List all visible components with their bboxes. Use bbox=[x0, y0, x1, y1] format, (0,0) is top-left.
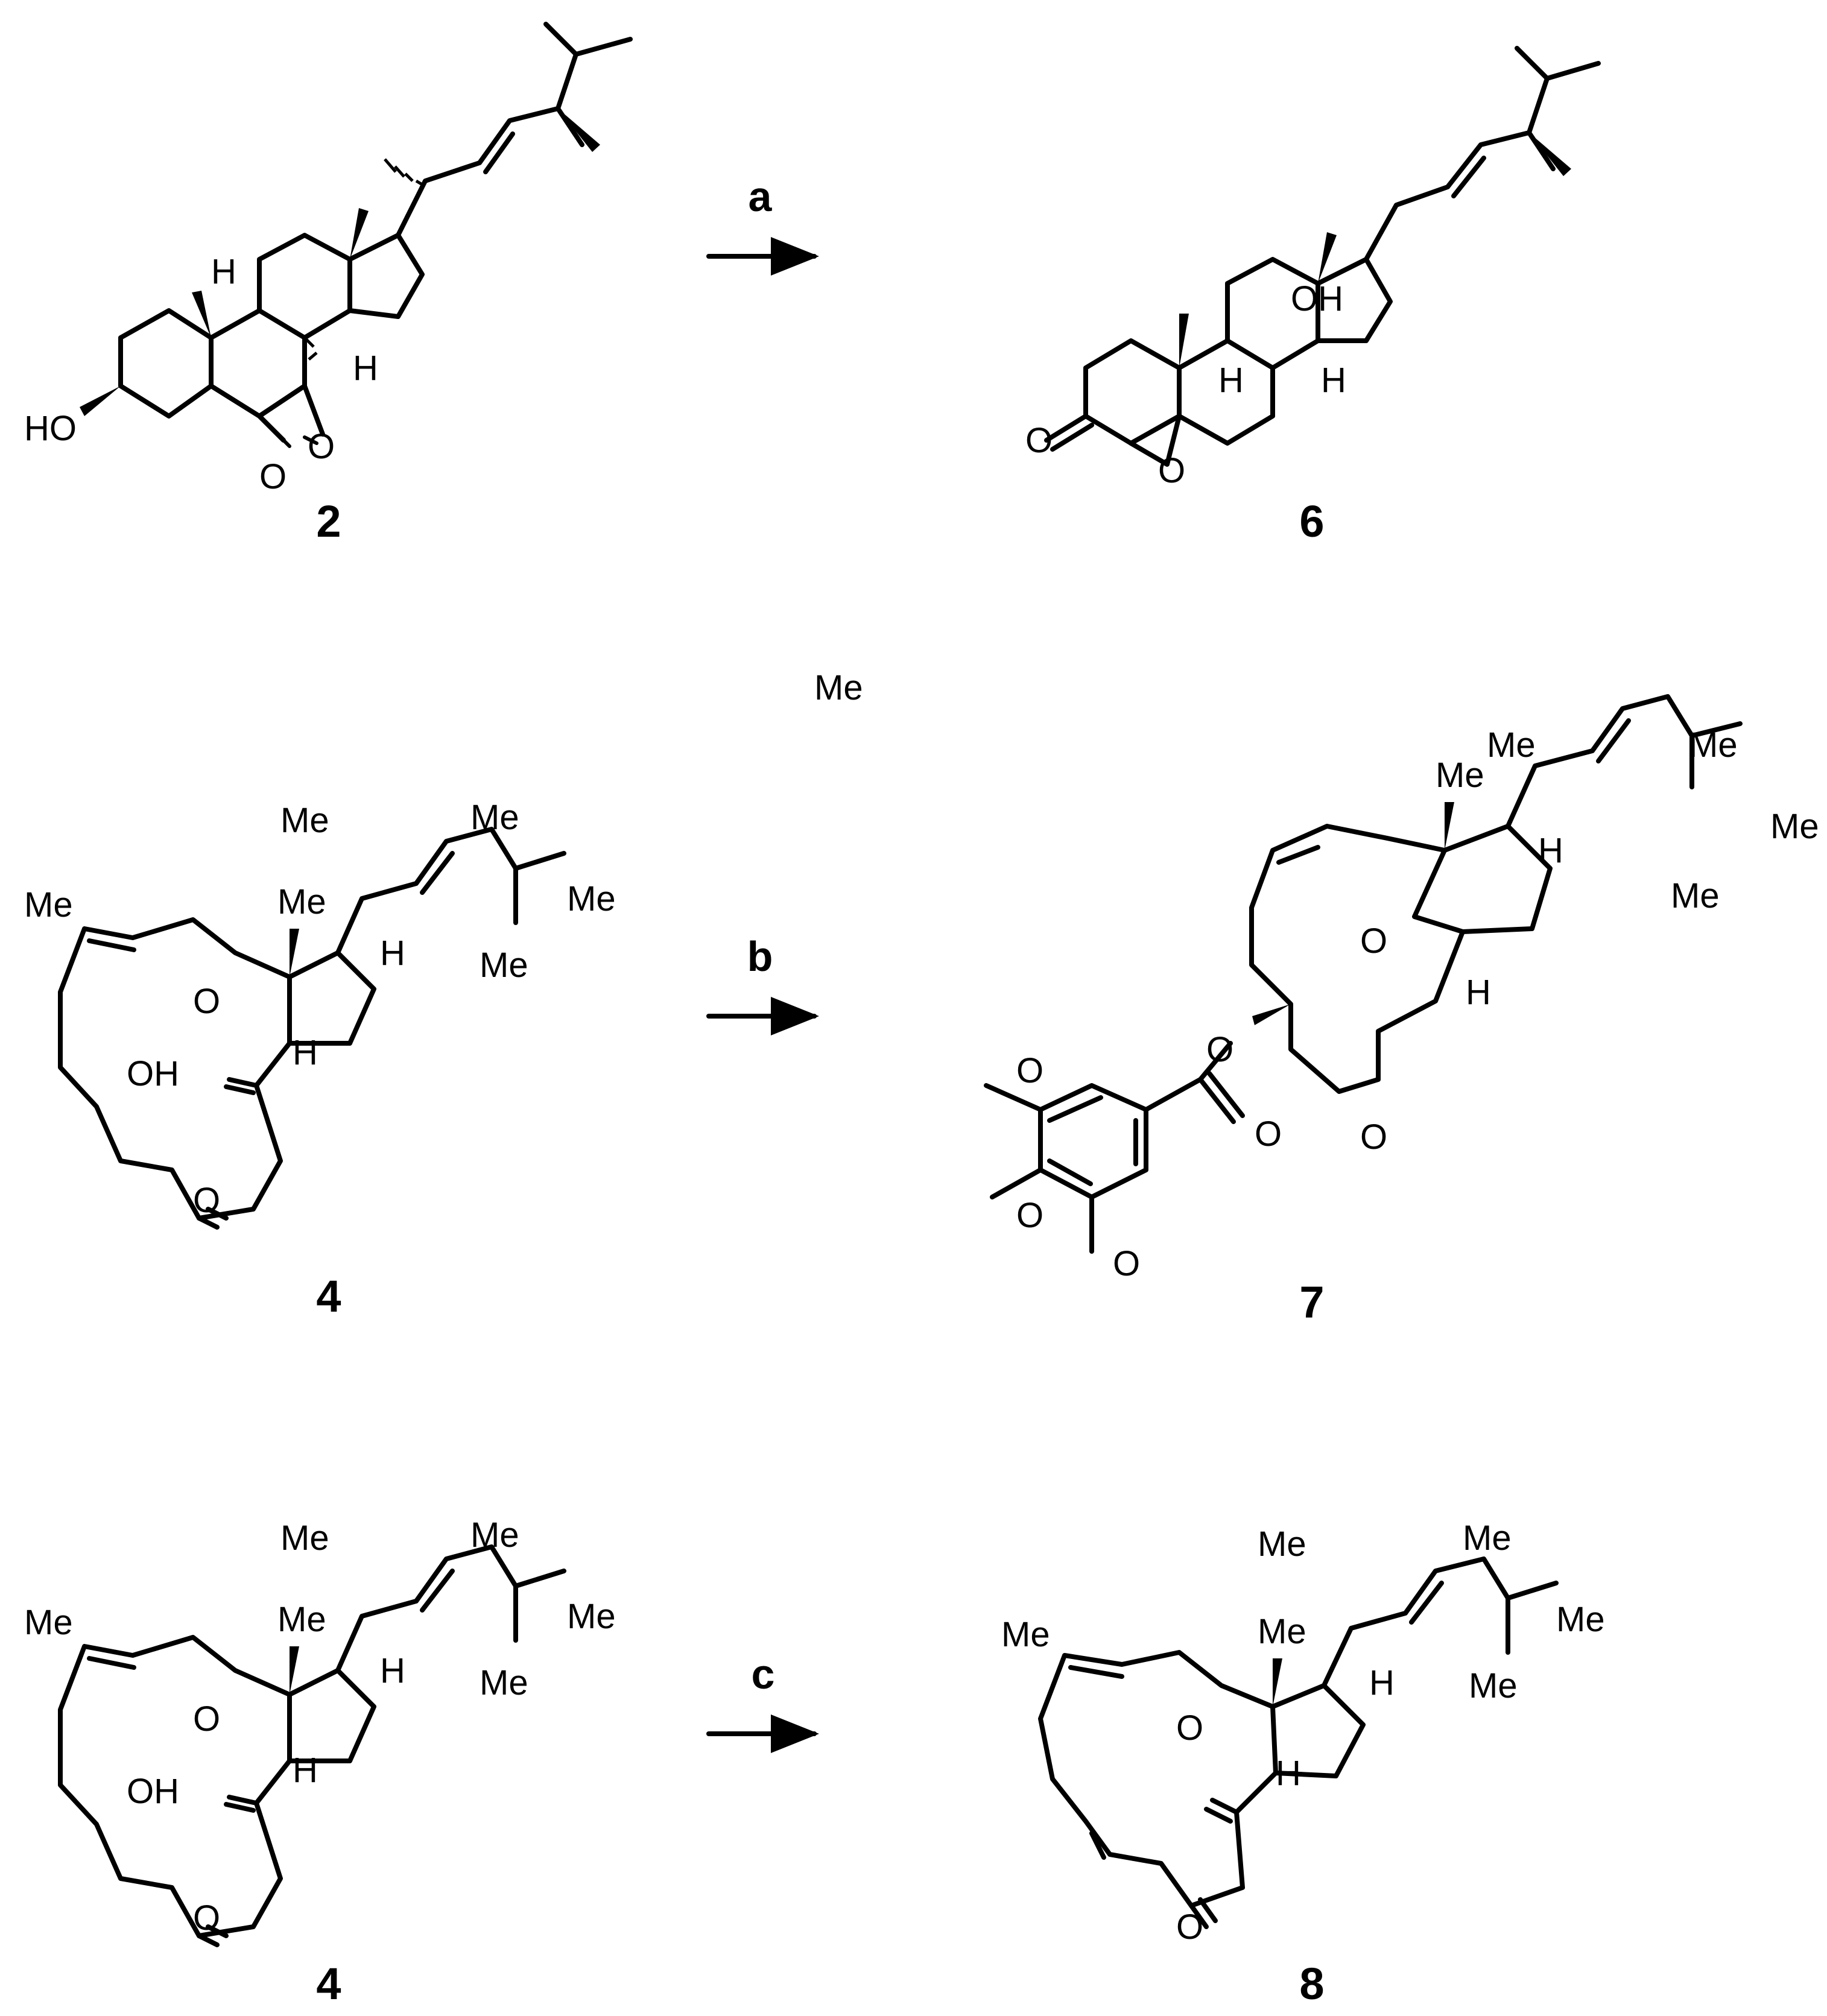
compound-2-structure: HO O O H H 2 bbox=[24, 22, 633, 546]
atom-label-o: O bbox=[1113, 1244, 1140, 1283]
compound-label-6: 6 bbox=[1299, 496, 1324, 546]
atom-label-h: H bbox=[1466, 973, 1491, 1012]
atom-label-h: H bbox=[211, 252, 236, 291]
atom-label-oh: OH bbox=[1291, 279, 1343, 318]
compound-label-2: 2 bbox=[316, 496, 341, 546]
atom-label-h: H bbox=[353, 349, 378, 388]
atom-label-o: O bbox=[1176, 1708, 1203, 1748]
atom-label-h: H bbox=[293, 1033, 318, 1072]
atom-label-oh: OH bbox=[127, 1054, 179, 1093]
atom-label-o: O bbox=[1016, 1196, 1043, 1235]
atom-label-me: Me bbox=[1770, 807, 1819, 846]
atom-label-o: O bbox=[308, 427, 335, 466]
compound-label-4b: 4 bbox=[316, 1959, 341, 2009]
atom-label-o: O bbox=[1360, 921, 1387, 961]
atom-label-me: Me bbox=[280, 801, 329, 840]
atom-label-me: Me bbox=[24, 1603, 73, 1642]
atom-label-h: H bbox=[1276, 1754, 1301, 1793]
atom-label-me: Me bbox=[567, 879, 616, 918]
atom-label-me: Me bbox=[1001, 1615, 1050, 1654]
atom-label-o: O bbox=[259, 457, 287, 496]
atom-label-me: Me bbox=[470, 798, 519, 837]
atom-label-h: H bbox=[1538, 831, 1563, 870]
reagent-label-a: a bbox=[749, 173, 773, 220]
atom-label-o: O bbox=[193, 1699, 220, 1739]
atom-label-oh: OH bbox=[127, 1772, 179, 1811]
atom-label-h: H bbox=[1218, 361, 1244, 400]
compound-6-structure: O O OH H H 6 bbox=[1025, 46, 1601, 546]
atom-label-me: Me bbox=[480, 1663, 528, 1702]
atom-label-me: Me bbox=[470, 1515, 519, 1555]
atom-label-me: Me bbox=[1487, 725, 1536, 765]
atom-label-o: O bbox=[1255, 1114, 1282, 1154]
compound-label-7: 7 bbox=[1299, 1277, 1324, 1327]
atom-label-h: H bbox=[380, 934, 405, 973]
atom-label-h: H bbox=[1321, 361, 1346, 400]
atom-label-me: Me bbox=[1556, 1600, 1605, 1639]
atom-label-h: H bbox=[293, 1751, 318, 1790]
reagent-label-b: b bbox=[747, 933, 773, 980]
atom-label-me: Me bbox=[567, 1597, 616, 1636]
atom-label-me: Me bbox=[1689, 725, 1738, 765]
atom-label-o: O bbox=[1176, 1907, 1203, 1947]
atom-label-me: Me bbox=[1258, 1612, 1306, 1651]
atom-label-o: O bbox=[193, 982, 220, 1021]
atom-label-me: Me bbox=[480, 946, 528, 985]
atom-label-me: Me bbox=[814, 668, 863, 707]
compound-label-4: 4 bbox=[316, 1271, 341, 1321]
atom-label-me: Me bbox=[277, 1600, 326, 1639]
atom-label-o: O bbox=[193, 1898, 220, 1938]
atom-label-ho: HO bbox=[24, 409, 77, 448]
atom-label-h: H bbox=[1369, 1663, 1395, 1702]
reagent-label-c: c bbox=[752, 1651, 775, 1698]
atom-label-o: O bbox=[1158, 451, 1185, 490]
atom-label-o: O bbox=[193, 1181, 220, 1220]
atom-label-o: O bbox=[1025, 421, 1053, 460]
compound-8-structure: Me Me Me Me Me Me H H O O 8 bbox=[1001, 1518, 1605, 2009]
atom-label-me: Me bbox=[280, 1518, 329, 1558]
atom-label-h: H bbox=[380, 1651, 405, 1690]
atom-label-o: O bbox=[1360, 1117, 1387, 1157]
atom-label-me: Me bbox=[1469, 1666, 1518, 1705]
atom-label-o: O bbox=[1206, 1030, 1233, 1069]
atom-label-me: Me bbox=[277, 882, 326, 921]
compound-label-8: 8 bbox=[1299, 1959, 1324, 2009]
compound-4b-structure: Me Me Me Me Me Me H H O OH O 4 bbox=[24, 1515, 616, 2009]
atom-label-me: Me bbox=[1436, 756, 1484, 795]
atom-label-o: O bbox=[1016, 1051, 1043, 1090]
compound-7-structure: Me Me Me Me Me Me H H O O O O O O O 7 bbox=[814, 668, 1819, 1327]
compound-4-structure: Me Me Me Me Me Me H H O OH O 4 bbox=[24, 798, 616, 1321]
atom-label-me: Me bbox=[1258, 1525, 1306, 1564]
atom-label-me: Me bbox=[24, 885, 73, 924]
atom-label-me: Me bbox=[1671, 876, 1720, 915]
atom-label-me: Me bbox=[1463, 1518, 1512, 1558]
